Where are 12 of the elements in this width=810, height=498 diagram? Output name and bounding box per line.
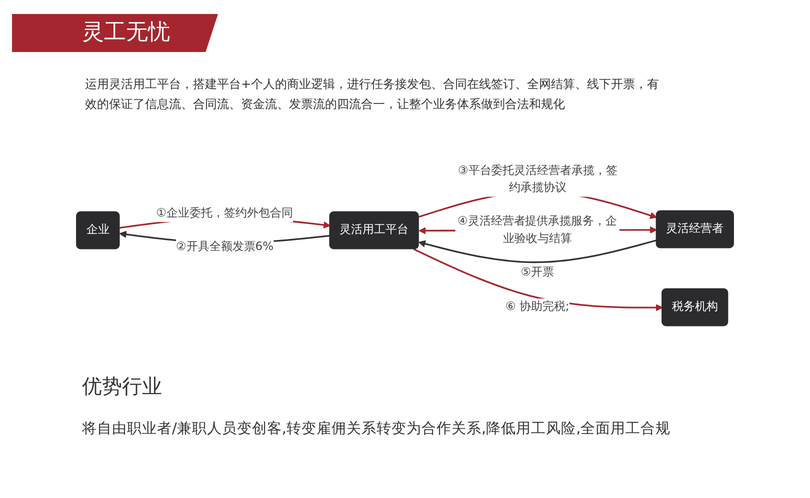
edge-label: ②开具全额发票6% — [176, 240, 274, 254]
body-text: 将自由职业者/兼职人员变创客,转变雇佣关系转变为合作关系,降低用工风险,全面用工合规 — [82, 420, 671, 439]
title-banner: 灵工无忧 — [12, 14, 218, 52]
edge-label: ⑤开票 — [520, 266, 554, 279]
arrow — [413, 248, 663, 312]
arrow — [418, 239, 657, 264]
section-heading: 优势行业 — [82, 373, 162, 400]
intro-paragraph: 运用灵活用工平台，搭建平台+个人的商业逻辑，进行任务接发包、合同在线签订、全网结算、线下开票，有效的保证了信息流、合同流、资金流、发票流的四流合一，让整个业务体系做到合法和规化 — [85, 76, 660, 113]
edge-label: ③平台委托灵活经营者承揽，签约承揽协议 — [458, 164, 618, 194]
edge-label: ①企业委托，签约外包合同 — [156, 206, 293, 220]
edge-label: ④灵活经营者提供承揽服务，企业验收与结算 — [458, 214, 618, 246]
edge-label: ⑥ 协助完税; — [505, 300, 570, 314]
